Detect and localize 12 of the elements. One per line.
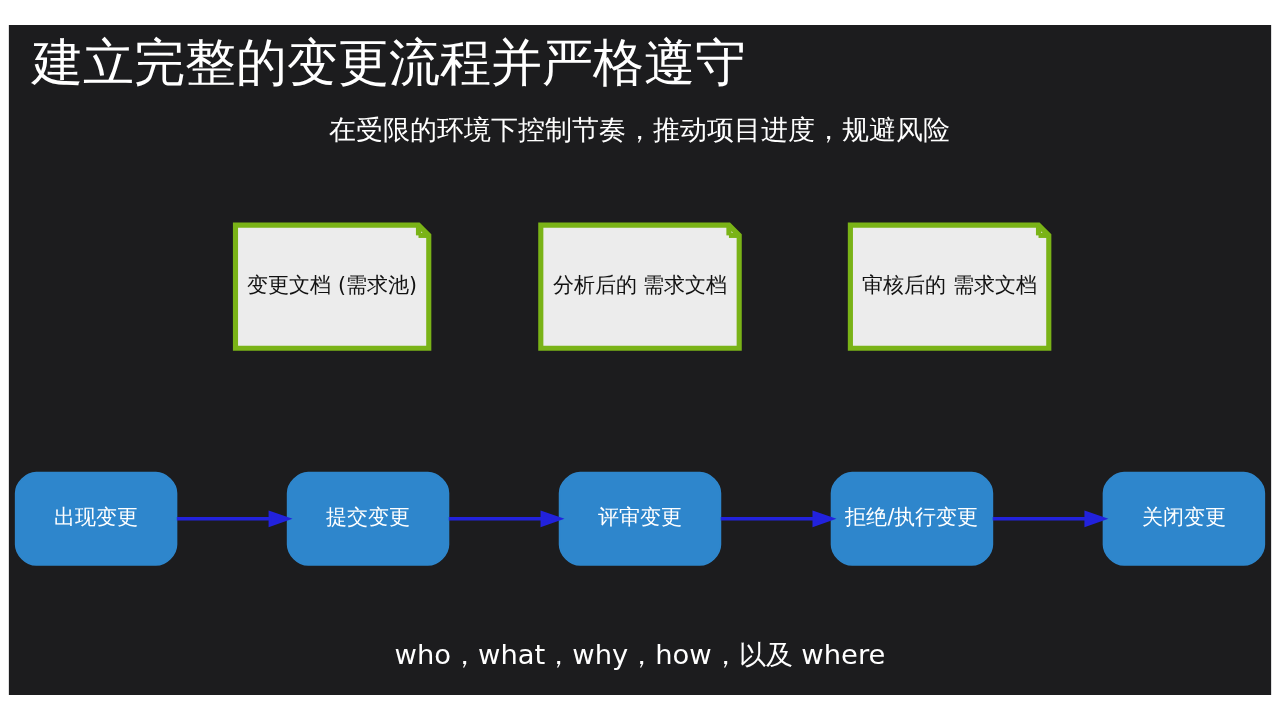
arrow bbox=[720, 510, 837, 528]
diagram-title: 建立完整的变更流程并严格遵守 bbox=[32, 31, 747, 92]
node-box: 提交变更 bbox=[286, 471, 450, 566]
arrow bbox=[176, 510, 293, 528]
label: 在受限的环境下控制节奏，推动项目进度，规避风险 bbox=[329, 114, 951, 146]
node-box: 关闭变更 bbox=[1102, 471, 1266, 566]
label: who，what，why，how，以及 where bbox=[394, 638, 886, 670]
arrow bbox=[992, 510, 1109, 528]
node-box: 出现变更 bbox=[14, 471, 178, 566]
arrow bbox=[448, 510, 565, 528]
node-box: 评审变更 bbox=[558, 471, 722, 566]
node-box: 拒绝/执行变更 bbox=[830, 471, 994, 566]
